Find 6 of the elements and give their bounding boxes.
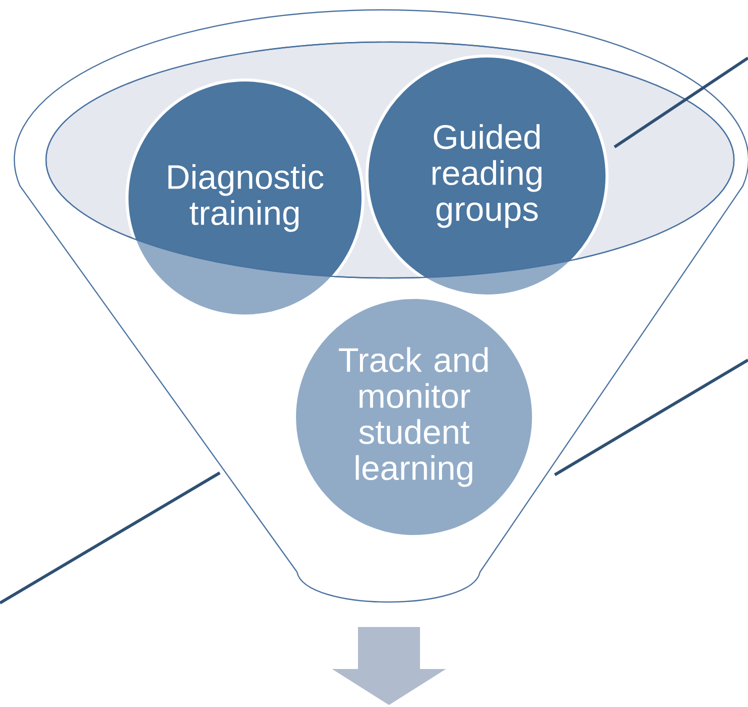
circle-node: Diagnostic training — [126, 78, 364, 318]
leader-line — [0, 472, 221, 604]
leader-line — [614, 56, 748, 148]
circle-node: Guided reading groups — [366, 54, 608, 298]
leader-line — [554, 358, 748, 476]
circle-node: Track and monitor student learning — [296, 299, 532, 535]
